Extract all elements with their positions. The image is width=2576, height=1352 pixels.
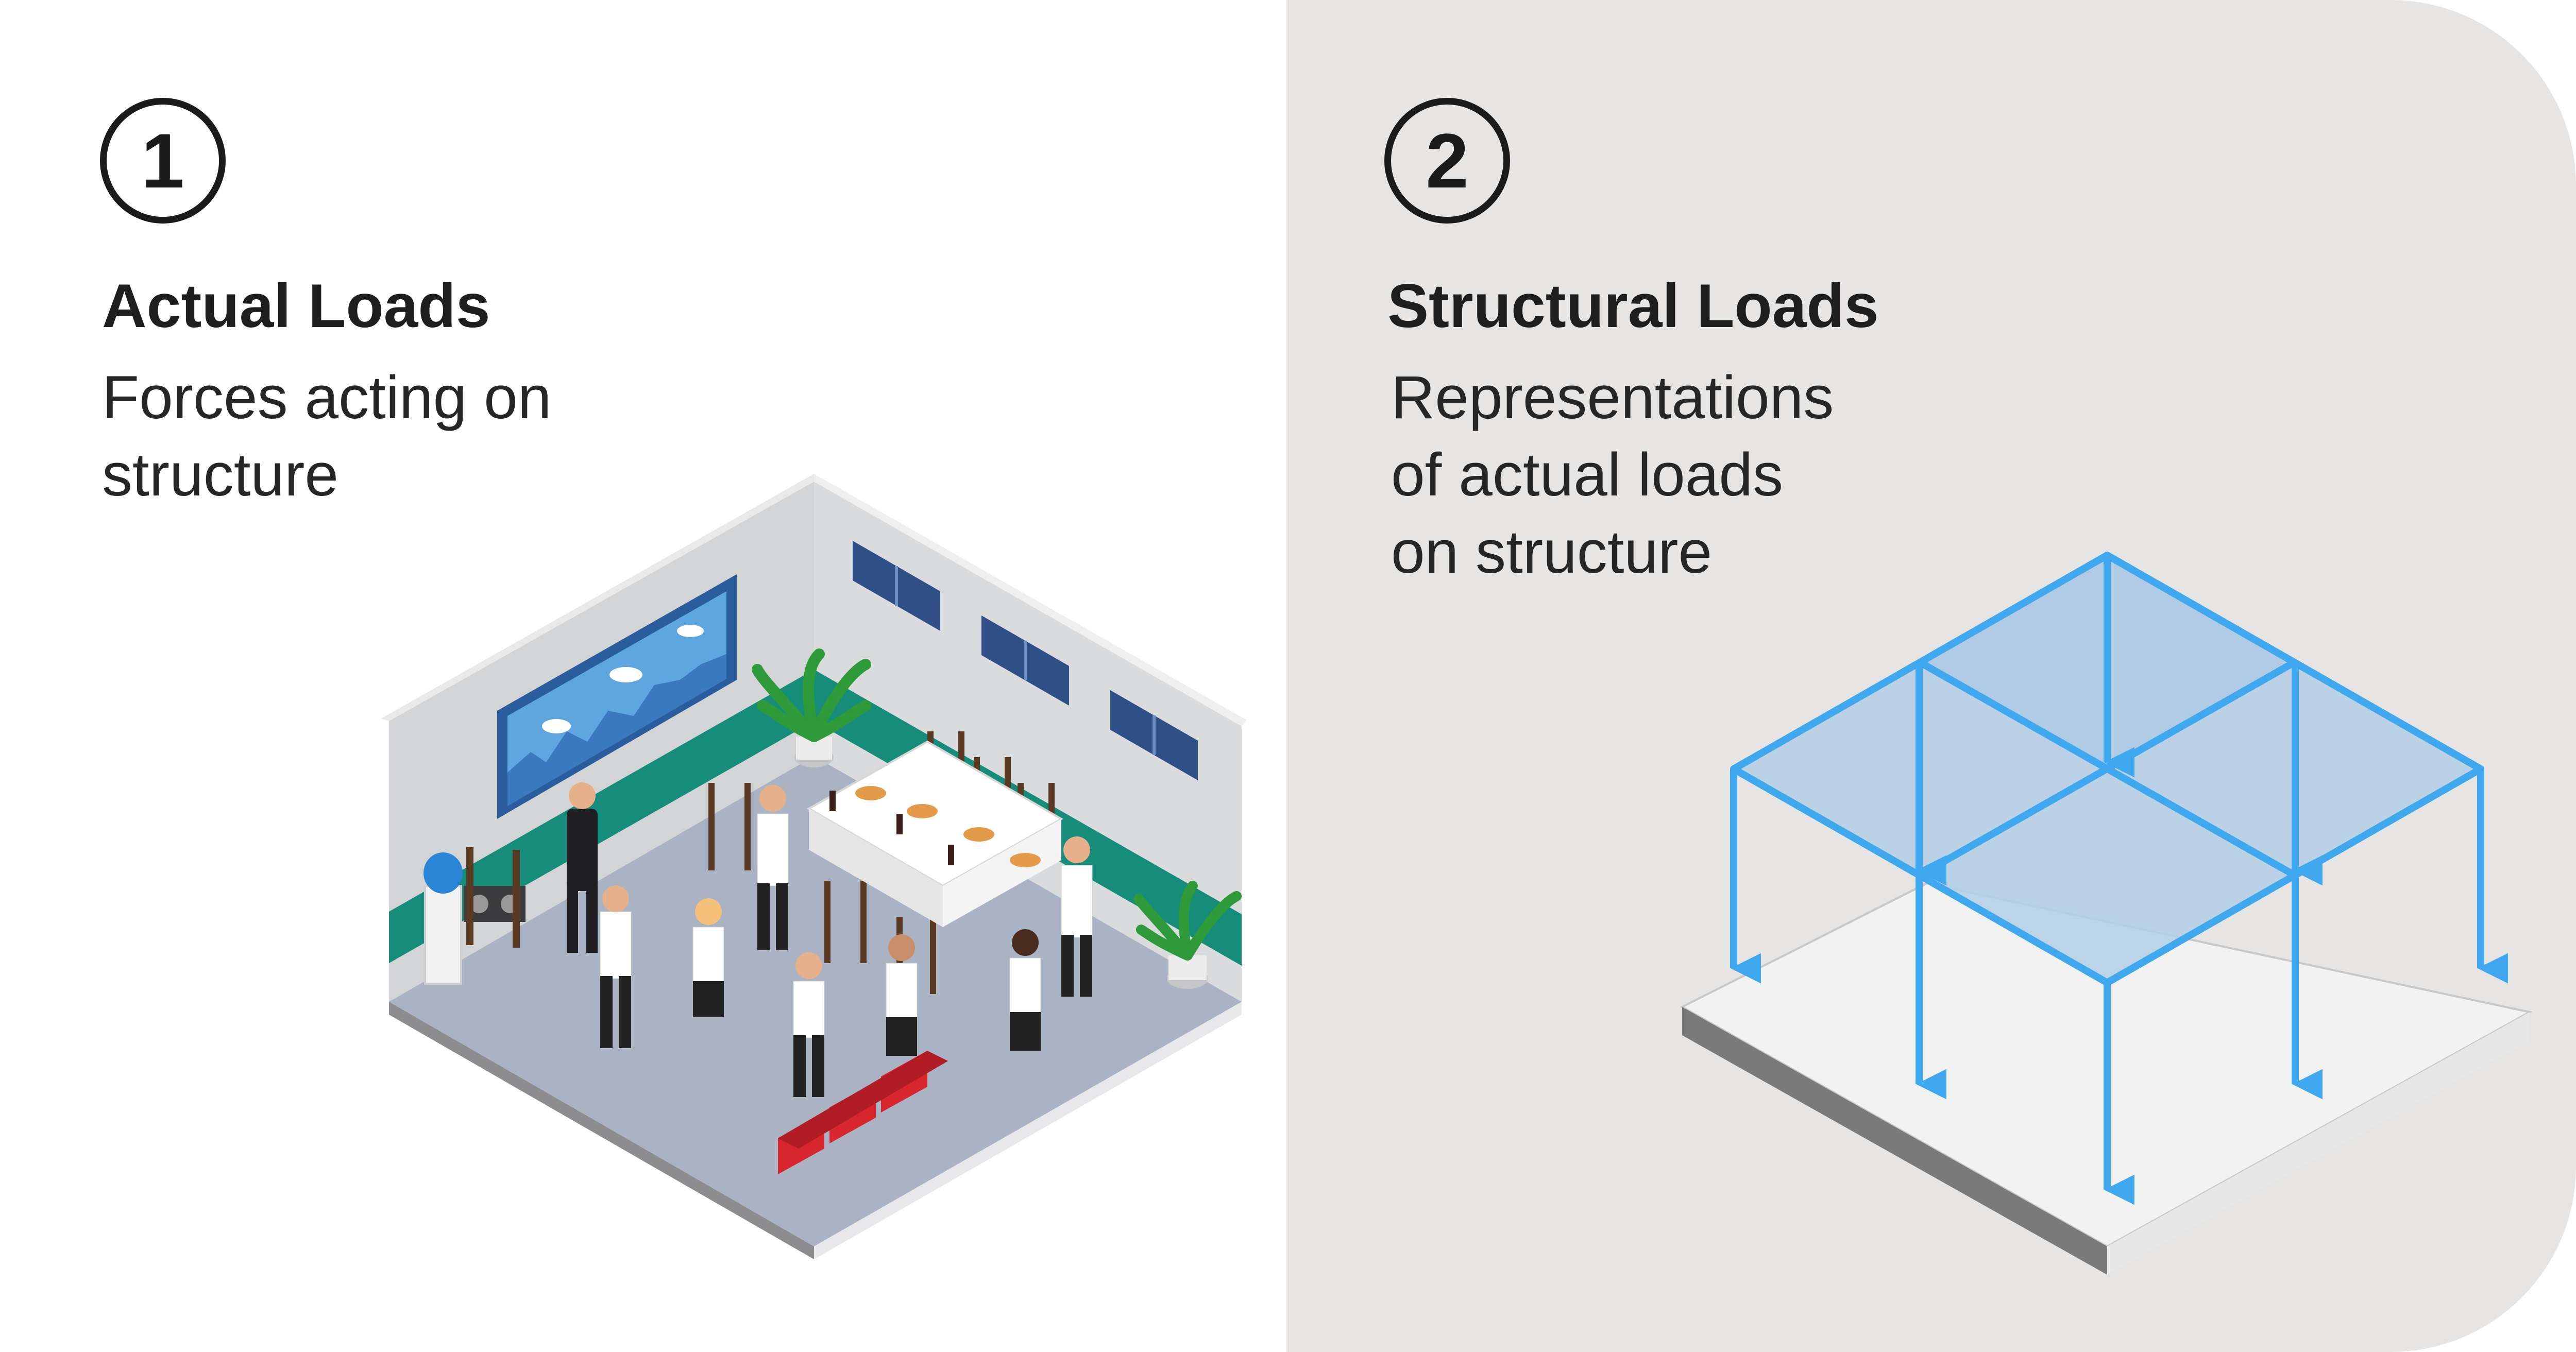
actual-loads-desc-line-2: structure	[102, 441, 339, 509]
slab-right-edge	[2107, 1012, 2530, 1275]
floor-edge-right	[814, 1002, 1242, 1259]
plant-back	[752, 648, 871, 767]
step-one-badge: 1	[100, 98, 226, 224]
step-one-number: 1	[141, 117, 184, 204]
structural-loads-desc-line-3: on structure	[1391, 518, 1713, 586]
step-two-badge: 2	[1384, 98, 1510, 224]
city-skyline	[507, 654, 726, 806]
right-wall-top	[814, 474, 1247, 726]
water-cooler	[424, 885, 462, 985]
slab-left-edge	[1682, 1007, 2107, 1275]
structural-loads-description: Representations of actual loads on struc…	[1391, 359, 1834, 591]
structural-loads-desc-line-1: Representations	[1391, 364, 1834, 432]
office-party-illustration	[381, 474, 1247, 1259]
actual-loads-title: Actual Loads	[102, 271, 490, 340]
structural-loads-desc-line-2: of actual loads	[1391, 441, 1783, 509]
people-group	[567, 782, 1093, 1097]
actual-loads-desc-line-1: Forces acting on	[102, 364, 552, 432]
red-chairs	[778, 1051, 948, 1174]
plant-right	[1133, 881, 1242, 989]
structural-loads-title: Structural Loads	[1387, 271, 1879, 340]
actual-loads-description: Forces acting on structure	[102, 359, 551, 514]
structural-frame-illustration	[1680, 552, 2533, 1275]
floor-edge-left	[389, 1002, 814, 1259]
actual-loads-panel: 1 Actual Loads Forces acting on structur…	[0, 0, 1286, 1352]
step-two-number: 2	[1426, 117, 1469, 204]
left-wall-top	[381, 474, 814, 721]
